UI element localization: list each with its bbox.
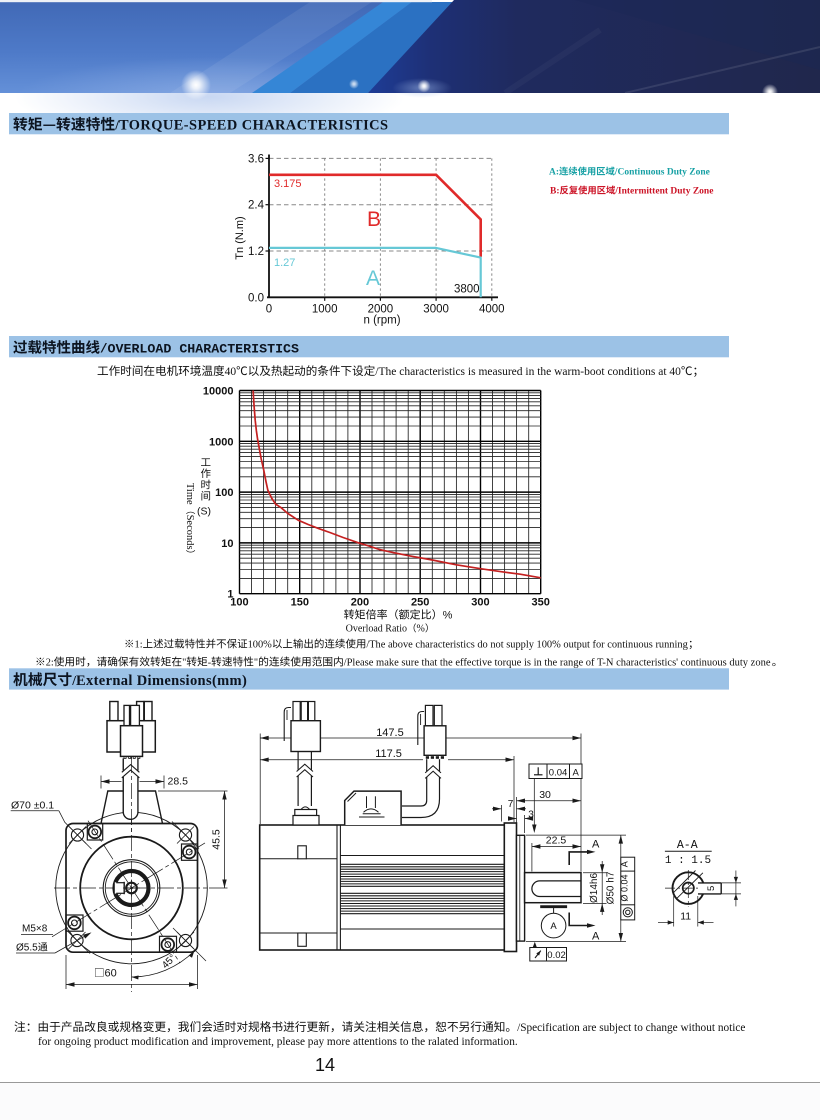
- svg-text:Tn (N.m): Tn (N.m): [234, 216, 246, 259]
- svg-text:250: 250: [411, 597, 429, 609]
- svg-text:/: /: [344, 658, 347, 669]
- svg-text:10: 10: [221, 538, 233, 550]
- svg-text:n (rpm): n (rpm): [364, 315, 401, 327]
- svg-text:TORQUE-SPEED CHARACTERISTICS: TORQUE-SPEED CHARACTERISTICS: [119, 118, 388, 134]
- svg-text:60: 60: [105, 968, 117, 980]
- svg-text:0.04: 0.04: [549, 768, 568, 779]
- svg-text:A:: A:: [549, 168, 559, 178]
- svg-text:11: 11: [680, 911, 691, 923]
- svg-text:A: A: [550, 921, 557, 932]
- svg-text:1:: 1:: [135, 640, 143, 651]
- svg-text:External Dimensions(mm): External Dimensions(mm): [76, 673, 247, 689]
- svg-text:1000: 1000: [209, 436, 233, 448]
- svg-text:1.2: 1.2: [248, 246, 264, 258]
- svg-text:B: B: [367, 208, 381, 231]
- svg-text:28.5: 28.5: [168, 776, 189, 788]
- svg-text:0: 0: [266, 304, 272, 316]
- svg-text:117.5: 117.5: [375, 748, 402, 760]
- svg-text:300: 300: [471, 597, 489, 609]
- svg-text:Please make sure that the effe: Please make sure that the effective torq…: [347, 658, 771, 669]
- svg-text:3000: 3000: [423, 304, 449, 316]
- svg-text:": ": [182, 658, 186, 669]
- svg-text:/: /: [517, 1022, 521, 1034]
- svg-text:1000: 1000: [312, 304, 338, 316]
- svg-text:Ø5.5: Ø5.5: [16, 943, 38, 954]
- svg-text:%: %: [443, 610, 453, 622]
- svg-text:Intermittent Duty Zone: Intermittent Duty Zone: [618, 187, 714, 197]
- svg-text:(S): (S): [197, 506, 211, 518]
- svg-text:3.175: 3.175: [274, 178, 302, 190]
- svg-text:3: 3: [528, 810, 534, 821]
- svg-text:5: 5: [706, 886, 717, 891]
- svg-text:Time: Time: [184, 483, 195, 505]
- svg-text:100: 100: [215, 487, 233, 499]
- svg-text:2.4: 2.4: [248, 200, 265, 212]
- svg-text:2000: 2000: [368, 304, 394, 316]
- svg-text:14: 14: [315, 1055, 335, 1075]
- svg-text:A: A: [592, 931, 600, 943]
- svg-text:30: 30: [539, 789, 551, 801]
- svg-text:7: 7: [508, 799, 514, 810]
- svg-text:M5×8: M5×8: [22, 924, 48, 935]
- svg-text:1 : 1.5: 1 : 1.5: [665, 855, 711, 867]
- svg-text:3800: 3800: [454, 284, 480, 296]
- svg-text:2:: 2:: [46, 658, 54, 669]
- svg-text:10000: 10000: [203, 386, 234, 398]
- svg-text:150: 150: [291, 597, 309, 609]
- svg-text:A: A: [620, 861, 630, 867]
- svg-text:Specification are subject to c: Specification are subject to change with…: [520, 1022, 745, 1034]
- svg-text:Overload Ratio: Overload Ratio: [346, 624, 407, 635]
- svg-text:45°: 45°: [160, 953, 178, 971]
- svg-text:The above characteristics do n: The above characteristics do not supply …: [369, 640, 688, 651]
- svg-text:100: 100: [230, 597, 248, 609]
- svg-text:Ø70 ±0.1: Ø70 ±0.1: [11, 800, 54, 812]
- svg-text:45.5: 45.5: [211, 829, 223, 850]
- svg-text:-: -: [208, 658, 212, 669]
- svg-text:%: %: [417, 624, 425, 635]
- svg-text:/: /: [114, 118, 119, 133]
- svg-text:/: /: [614, 168, 618, 178]
- svg-text:0.02: 0.02: [547, 950, 566, 961]
- svg-text:The characteristics is measure: The characteristics is measured in the w…: [379, 366, 682, 378]
- svg-text:Ø14h6: Ø14h6: [589, 873, 600, 903]
- svg-text:Ø50 h7: Ø50 h7: [606, 871, 617, 904]
- svg-text:Seconds: Seconds: [184, 515, 195, 550]
- svg-text:A: A: [366, 267, 380, 290]
- svg-text:A-A: A-A: [677, 839, 698, 852]
- svg-text:A: A: [592, 839, 600, 851]
- svg-text:": ": [254, 658, 258, 669]
- svg-text:1.27: 1.27: [274, 257, 295, 269]
- svg-text:for ongoing product modificati: for ongoing product modification and imp…: [38, 1036, 518, 1048]
- svg-text:1: 1: [227, 589, 233, 601]
- svg-text:/: /: [100, 343, 108, 357]
- svg-text:3.6: 3.6: [248, 153, 264, 165]
- svg-text:4000: 4000: [479, 304, 505, 316]
- svg-text:/: /: [366, 640, 369, 651]
- svg-text:22.5: 22.5: [546, 835, 567, 847]
- svg-text:0.0: 0.0: [248, 292, 264, 304]
- svg-text:200: 200: [351, 597, 369, 609]
- svg-text:A: A: [573, 768, 580, 779]
- svg-text:100%: 100%: [248, 640, 273, 651]
- svg-text:/: /: [375, 366, 379, 378]
- svg-text:350: 350: [532, 597, 550, 609]
- svg-text:/: /: [614, 187, 618, 197]
- svg-text:40: 40: [225, 366, 237, 378]
- svg-text:B:: B:: [550, 187, 560, 197]
- svg-text:OVERLOAD CHARACTERISTICS: OVERLOAD CHARACTERISTICS: [108, 342, 300, 357]
- svg-text:Continuous Duty Zone: Continuous Duty Zone: [618, 168, 710, 178]
- svg-text:Ø 0.04: Ø 0.04: [620, 874, 630, 901]
- svg-text:147.5: 147.5: [376, 727, 404, 739]
- svg-text:/: /: [71, 673, 76, 688]
